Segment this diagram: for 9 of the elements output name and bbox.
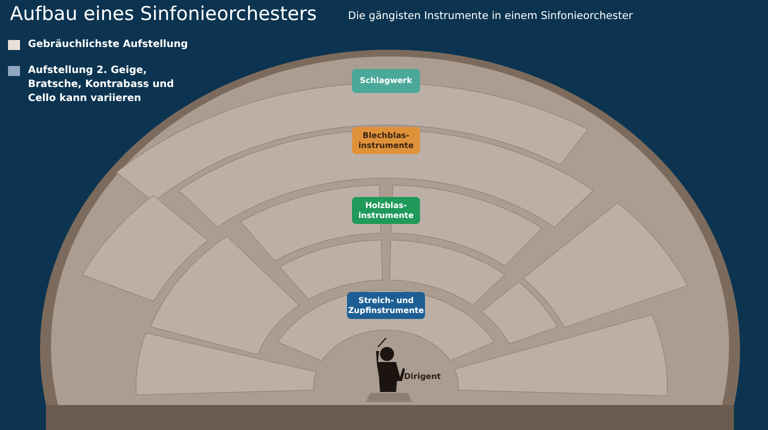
conductor-label: Dirigent [404,372,441,381]
section-label: Blechblas- instrumente [352,127,420,154]
legend-text: Aufstellung 2. Geige, Bratsche, Kontrabass und Cello kann variieren [28,64,175,106]
section-label: Holzblas- instrumente [352,197,420,224]
subtitle: Die gängisten Instrumente in einem Sinfonieorchester [348,10,633,22]
title: Aufbau eines Sinfonieorchesters [10,3,317,25]
legend-text: Gebräuchlichste Aufstellung [28,38,188,52]
section-label: Streich- und Zupfinstrumente [347,292,425,319]
section-label: Schlagwerk [352,69,420,93]
